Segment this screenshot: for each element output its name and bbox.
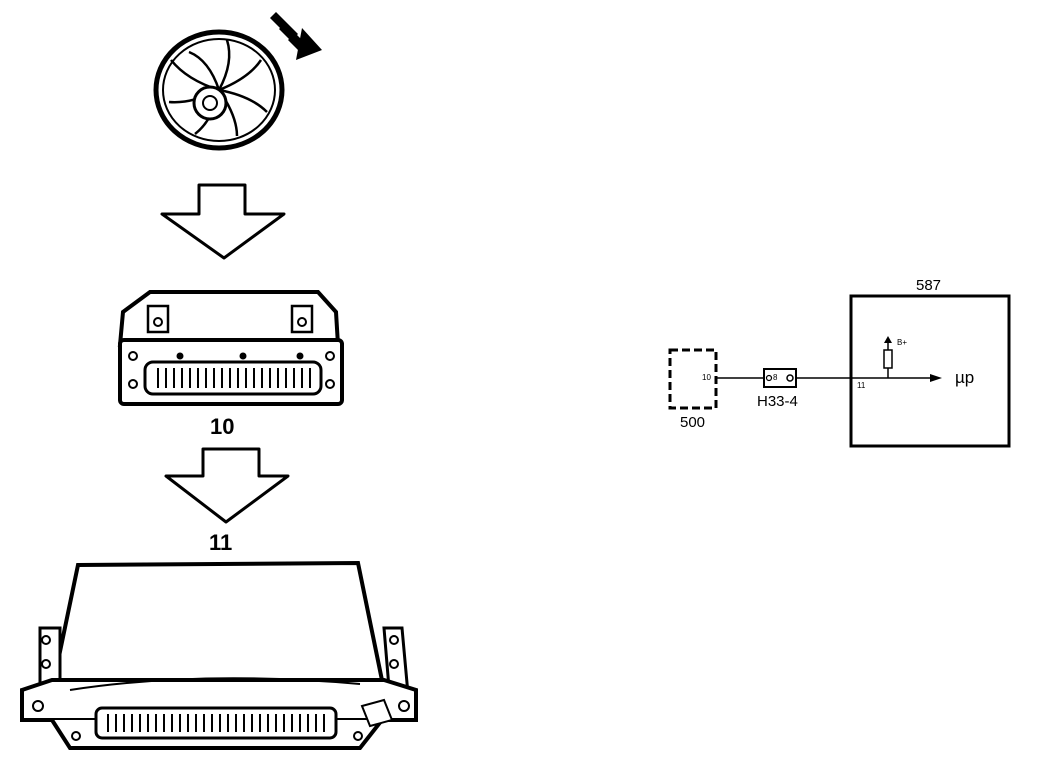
sensor-500-box: [668, 348, 718, 410]
signal-arrow-icon: [930, 374, 942, 382]
wiring-schematic: [668, 294, 1011, 448]
label-step-11: 11: [209, 530, 233, 555]
supply-arrow-icon: [884, 336, 892, 343]
cooling-fan-illustration: [153, 29, 285, 151]
connector-h33-4: [763, 368, 797, 388]
label-pin-10: 10: [702, 373, 711, 382]
label-step-10: 10: [210, 414, 235, 439]
label-supply: B+: [897, 338, 908, 347]
label-connector-h33-4: H33-4: [757, 393, 798, 410]
relay-module-illustration: [117, 290, 344, 406]
ecu-587-box: [849, 294, 1011, 448]
flow-arrow-1: [160, 183, 286, 260]
label-pin-11: 11: [857, 381, 866, 390]
flow-arrow-2: [164, 447, 290, 524]
label-sensor-500: 500: [680, 414, 706, 431]
airflow-arrow-icon: [270, 12, 322, 60]
pull-up-resistor: [883, 349, 893, 369]
engine-control-unit-illustration: [20, 560, 418, 750]
label-output-up: µp: [955, 368, 975, 387]
label-ecu-587: 587: [916, 277, 942, 294]
label-pin-8: 8: [773, 373, 778, 382]
